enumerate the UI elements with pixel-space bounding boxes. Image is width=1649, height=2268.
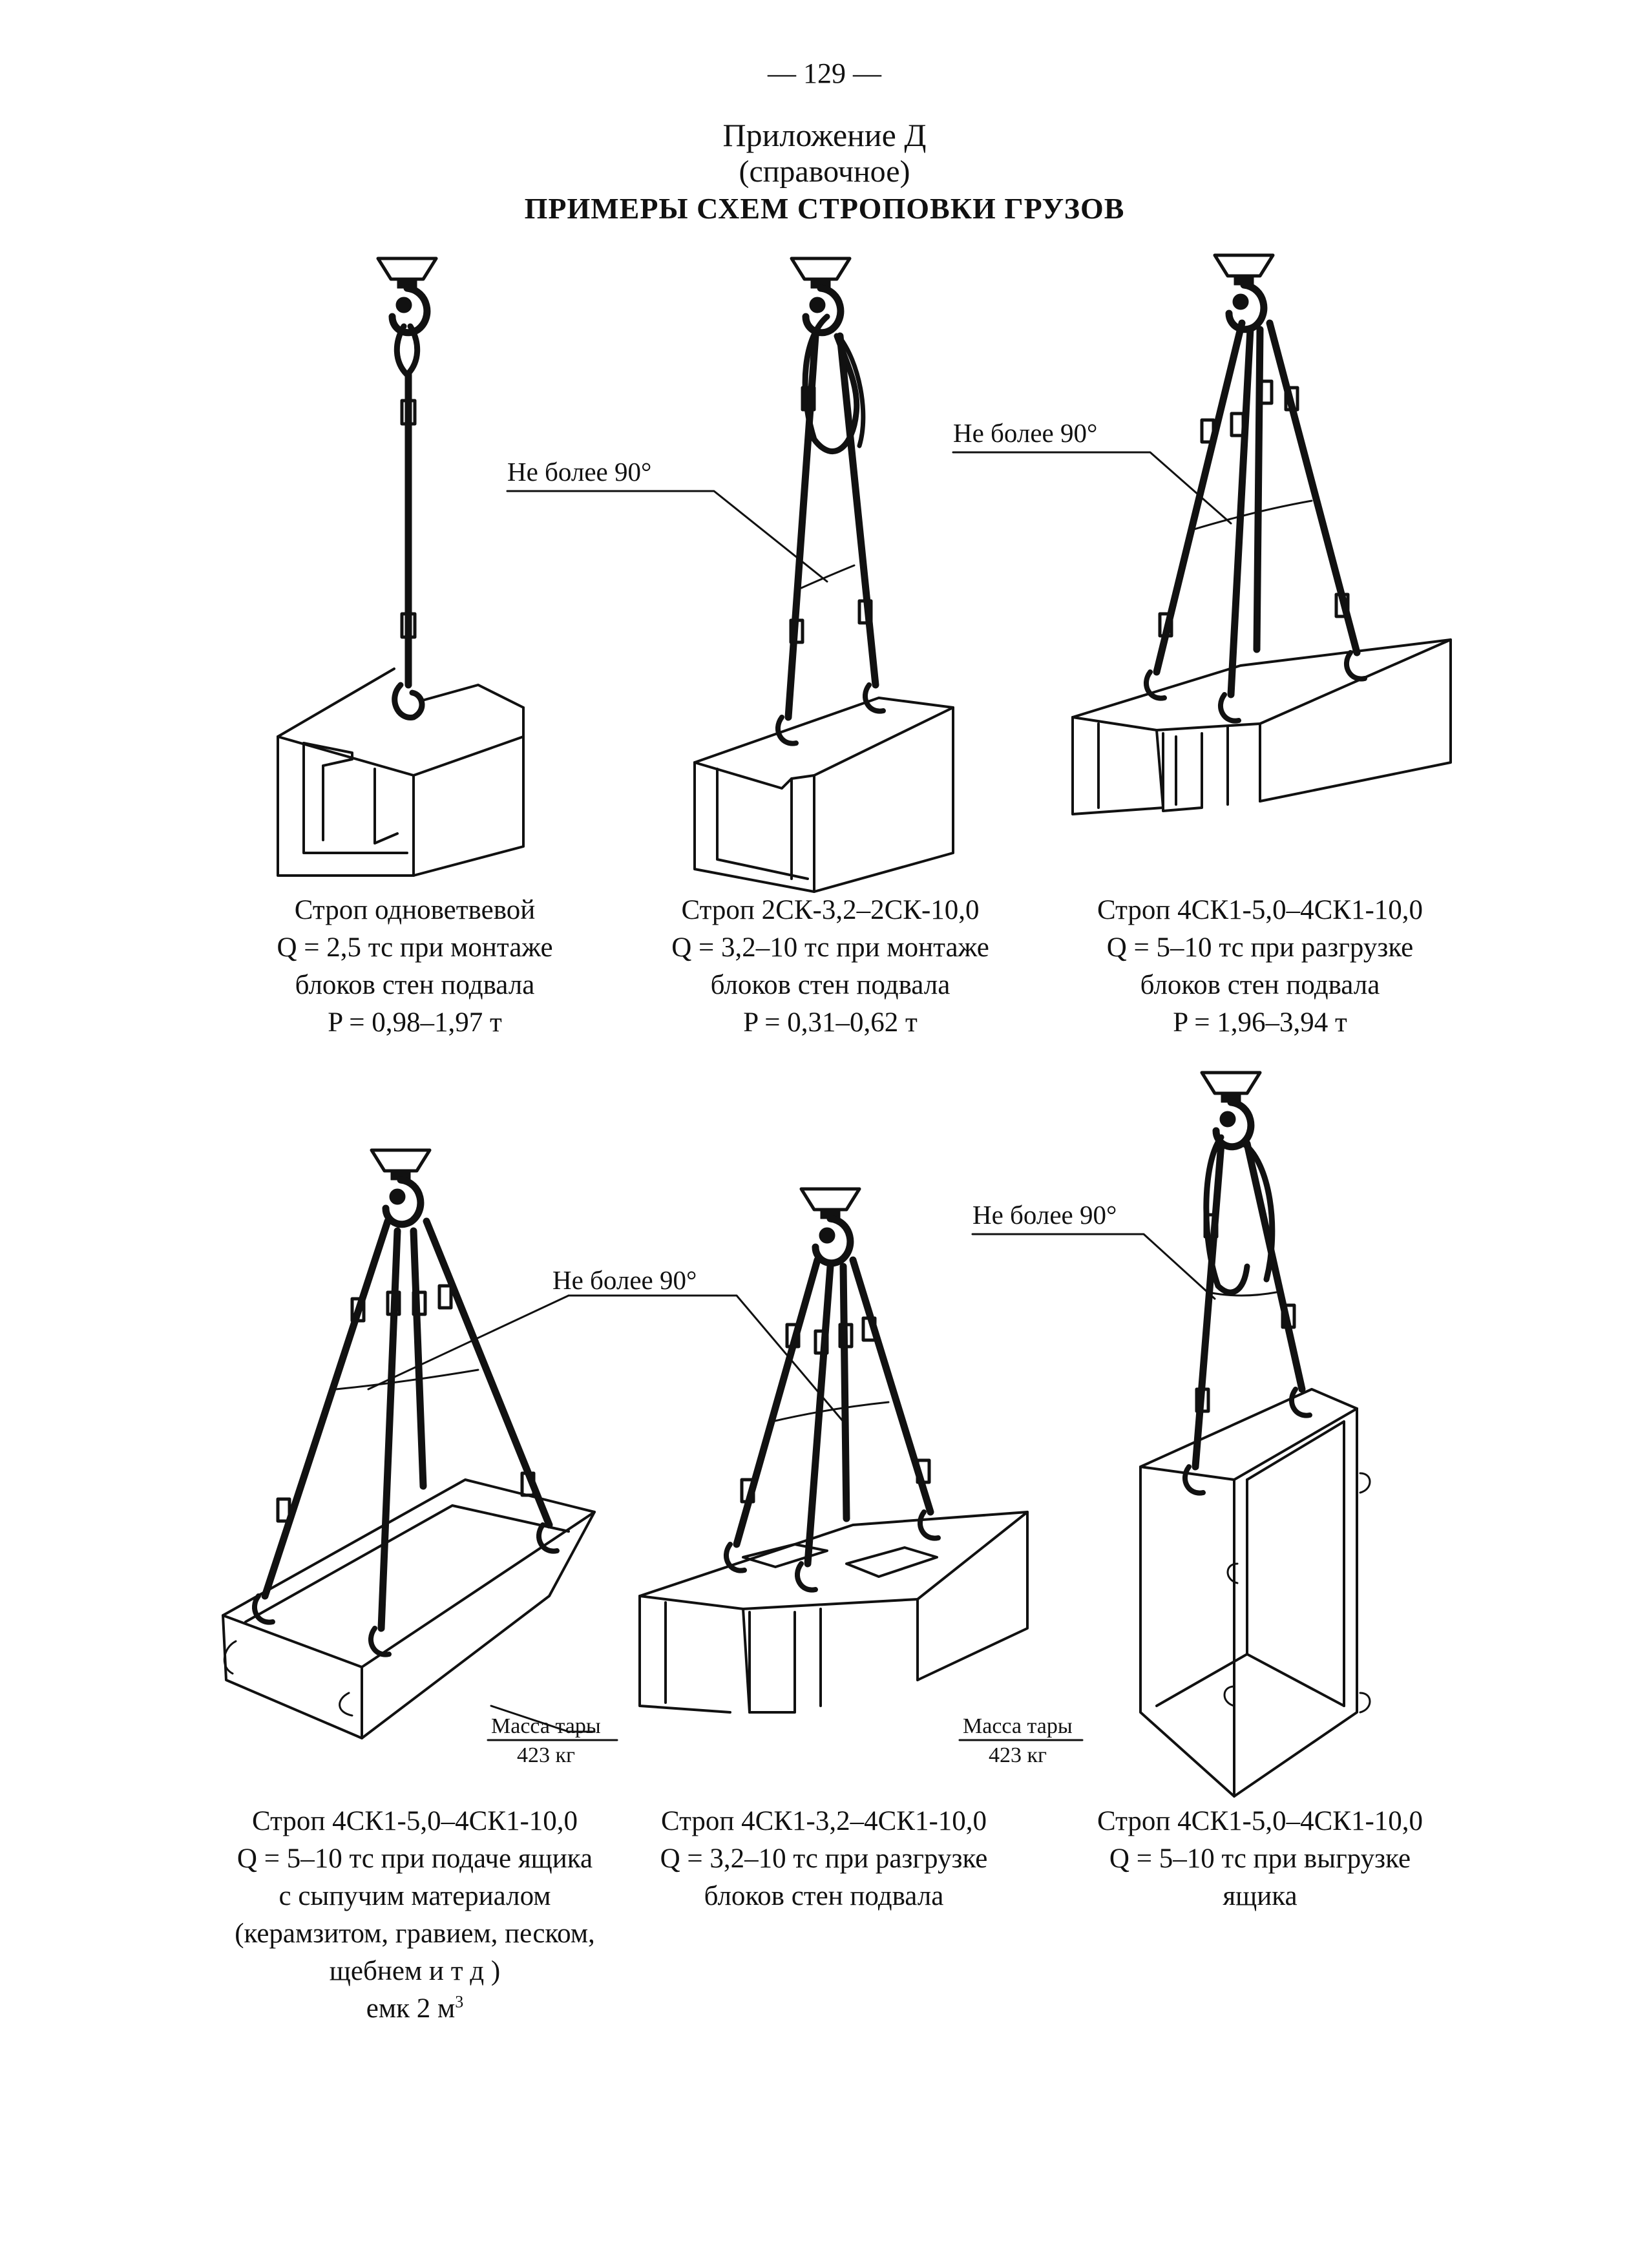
caption-two-leg-sling: Строп 2СК-3,2–2СК-10,0 Q = 3,2–10 тс при… <box>671 895 989 1038</box>
figure-5-four-leg-sling-blocks <box>567 1189 1029 1714</box>
angle-label-2: Не более 90° <box>953 418 1097 448</box>
caption-four-leg-sling-blocks: Строп 4СК1-3,2–4СК1-10,0 Q = 3,2–10 тс п… <box>660 1806 988 1911</box>
angle-label-3: Не более 90° <box>552 1265 697 1295</box>
mass-value-2: 423 кг <box>989 1743 1047 1767</box>
mass-label-2: Масса тары <box>963 1714 1073 1738</box>
mass-value-1: 423 кг <box>517 1743 575 1767</box>
caption-four-leg-sling-empty-box: Строп 4СК1-5,0–4СК1-10,0 Q = 5–10 тс при… <box>1097 1806 1423 1911</box>
figure-2-two-leg-sling <box>506 258 954 893</box>
angle-label-4: Не более 90° <box>972 1200 1117 1230</box>
figure-6-four-leg-sling-empty-box <box>971 1073 1371 1798</box>
appendix-subtitle: (справочное) <box>739 154 910 189</box>
figure-1-single-sling <box>277 258 525 877</box>
caption-single-sling: Строп одноветвевой Q = 2,5 тс при монтаж… <box>277 895 553 1038</box>
mass-label-1: Масса тары <box>491 1714 601 1738</box>
angle-label-1: Не более 90° <box>507 457 651 487</box>
caption-four-leg-sling-box: Строп 4СК1-5,0–4СК1-10,0 Q = 5–10 тс при… <box>235 1806 595 2024</box>
caption-four-leg-sling-block: Строп 4СК1-5,0–4СК1-10,0 Q = 5–10 тс при… <box>1097 895 1423 1038</box>
figure-4-four-leg-sling-box <box>222 1150 719 1739</box>
appendix-title: Приложение Д <box>722 117 927 153</box>
page-number: — 129 — <box>768 58 881 89</box>
figure-3-four-leg-sling-block <box>952 255 1452 815</box>
appendix-heading: ПРИМЕРЫ СХЕМ СТРОПОВКИ ГРУЗОВ <box>524 192 1125 225</box>
